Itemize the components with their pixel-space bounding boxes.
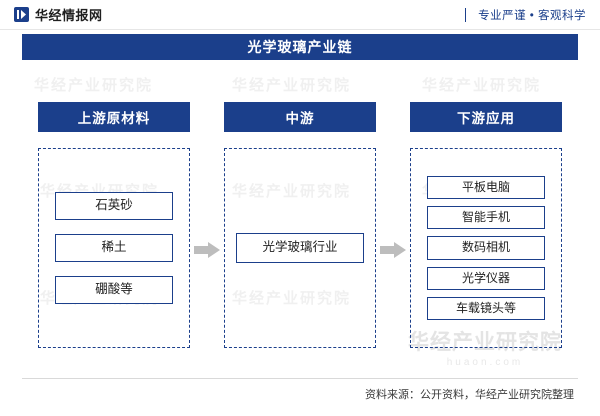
top-bar: 华经情报网 专业严谨 • 客观科学 — [0, 0, 600, 30]
column-header-upstream: 上游原材料 — [38, 102, 190, 132]
column-upstream: 上游原材料 石英砂 稀土 硼酸等 — [38, 102, 190, 348]
column-header-downstream: 下游应用 — [410, 102, 562, 132]
column-box-midstream: 光学玻璃行业 — [224, 148, 376, 348]
divider — [465, 7, 467, 22]
node-downstream-3: 数码相机 — [427, 236, 545, 260]
node-upstream-3: 硼酸等 — [55, 275, 173, 304]
diagram-body: 华经产业研究院 华经产业研究院 华经产业研究院 华经产业研究院 华经产业研究院 … — [22, 62, 578, 372]
watermark-logo-text: 华经产业研究院 — [408, 331, 562, 354]
column-box-upstream: 石英砂 稀土 硼酸等 — [38, 148, 190, 348]
column-header-midstream: 中游 — [224, 102, 376, 132]
node-downstream-4: 光学仪器 — [427, 266, 545, 290]
top-bar-right: 专业严谨 • 客观科学 — [465, 7, 600, 23]
watermark-text: 华经产业研究院 — [232, 183, 352, 200]
watermark-text: 华经产业研究院 — [232, 290, 352, 307]
watermark-text: 华经产业研究院 — [422, 77, 542, 94]
node-downstream-2: 智能手机 — [427, 206, 545, 230]
watermark-logo: 华经产业研究院 huaon.com — [408, 326, 562, 368]
node-downstream-5: 车载镜头等 — [427, 296, 545, 320]
brand: 华经情报网 — [0, 5, 103, 24]
node-upstream-2: 稀土 — [55, 234, 173, 262]
page-title: 光学玻璃产业链 — [22, 34, 578, 60]
arrow-right-icon — [194, 242, 220, 258]
node-upstream-1: 石英砂 — [55, 192, 173, 221]
brand-name: 华经情报网 — [35, 8, 103, 23]
node-midstream-1: 光学玻璃行业 — [236, 233, 364, 263]
watermark-text: 华经产业研究院 — [232, 77, 352, 94]
node-downstream-1: 平板电脑 — [427, 176, 545, 200]
column-midstream: 中游 光学玻璃行业 — [224, 102, 376, 348]
watermark-logo-sub: huaon.com — [446, 357, 524, 368]
column-box-downstream: 平板电脑 智能手机 数码相机 光学仪器 车载镜头等 — [410, 148, 562, 348]
arrow-right-icon — [380, 242, 406, 258]
column-downstream: 下游应用 平板电脑 智能手机 数码相机 光学仪器 车载镜头等 — [410, 102, 562, 348]
source-bar: 资料来源：公开资料，华经产业研究院整理 — [22, 378, 578, 403]
logo-icon — [14, 7, 29, 22]
watermark-text: 华经产业研究院 — [34, 77, 154, 94]
brand-slogan: 专业严谨 • 客观科学 — [478, 9, 586, 22]
source-text: 资料来源：公开资料，华经产业研究院整理 — [365, 389, 574, 401]
